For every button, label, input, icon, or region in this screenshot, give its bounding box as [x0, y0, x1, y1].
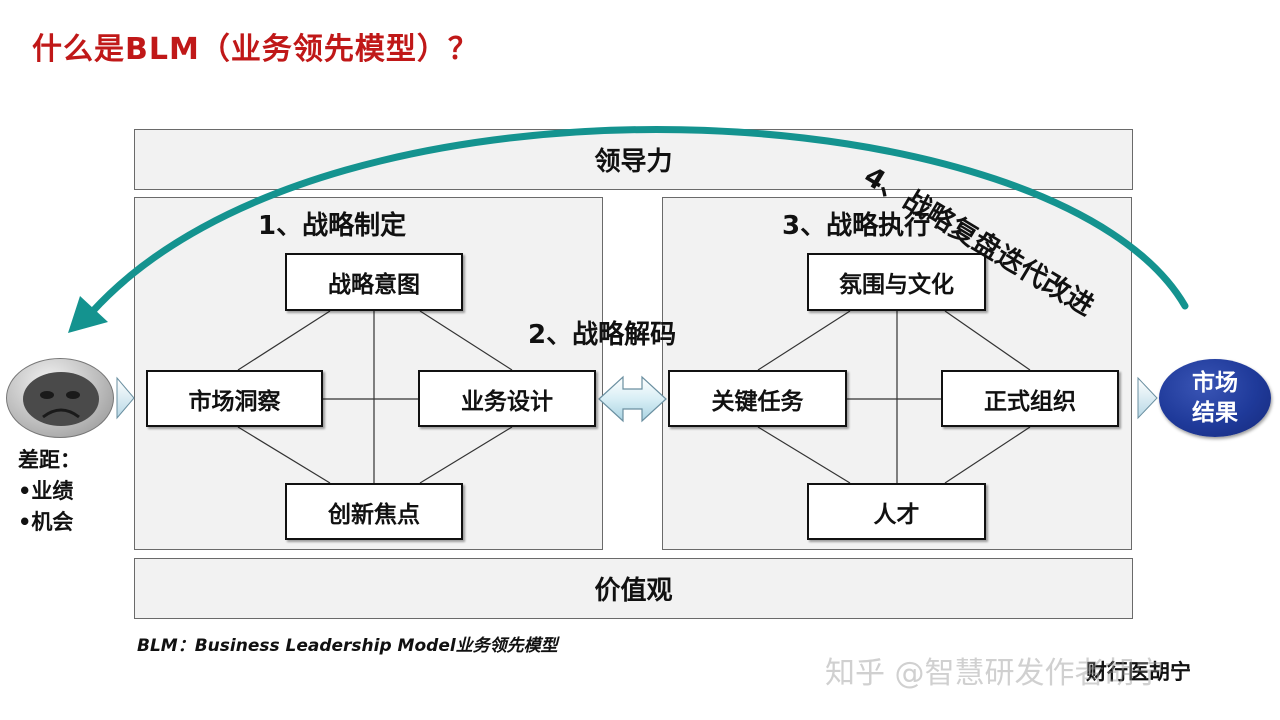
market-result-line-2: 结果	[1192, 400, 1238, 426]
talent-box: 人才	[807, 483, 986, 540]
climate-culture-box: 氛围与文化	[807, 253, 986, 311]
strategy-execution-heading: 3、战略执行	[782, 211, 931, 241]
leadership-label: 领导力	[594, 147, 673, 177]
gap-item-performance: •业绩	[18, 479, 74, 503]
gap-block: 差距： •业绩 •机会	[18, 445, 81, 538]
watermark: 知乎 @智慧研发作者胡宁	[825, 656, 1165, 691]
market-insight-label: 市场洞察	[188, 388, 281, 415]
talent-label: 人才	[873, 501, 920, 528]
business-design-box: 业务设计	[418, 370, 596, 427]
gap-label: 差距：	[18, 448, 81, 472]
iteration-arc	[88, 126, 1189, 316]
values-label: 价值观	[594, 576, 673, 606]
formulation-links	[237, 310, 513, 484]
credit-text: 财行医胡宁	[1086, 660, 1191, 684]
market-insight-box: 市场洞察	[146, 370, 323, 427]
market-result-ellipse: 市场 结果	[1159, 359, 1271, 437]
innovation-focus-label: 创新焦点	[328, 501, 420, 528]
innovation-focus-box: 创新焦点	[285, 483, 463, 540]
iteration-arrowhead-icon	[68, 296, 108, 333]
chevron-left-icon	[116, 376, 135, 420]
sad-face-icon	[6, 358, 114, 438]
key-tasks-box: 关键任务	[668, 370, 847, 427]
execution-links	[757, 310, 1031, 484]
chevron-right-icon	[1137, 376, 1158, 420]
strategy-formulation-heading: 1、战略制定	[258, 211, 407, 241]
double-arrow-icon	[598, 375, 667, 423]
strategy-decoding-label: 2、战略解码	[528, 320, 677, 350]
values-bar: 价值观	[134, 558, 1133, 619]
business-design-label: 业务设计	[461, 388, 553, 415]
strategic-intent-label: 战略意图	[328, 272, 420, 298]
market-result-line-1: 市场	[1192, 370, 1238, 396]
footnote: BLM：Business Leadership Model业务领先模型	[137, 636, 558, 656]
formal-organization-box: 正式组织	[941, 370, 1119, 427]
key-tasks-label: 关键任务	[711, 388, 804, 415]
gap-item-opportunity: •机会	[18, 510, 74, 534]
formal-organization-label: 正式组织	[984, 388, 1076, 415]
leadership-bar: 领导力	[134, 129, 1133, 190]
page-title: 什么是BLM（业务领先模型）？	[32, 32, 479, 67]
strategic-intent-box: 战略意图	[285, 253, 463, 311]
climate-culture-label: 氛围与文化	[839, 272, 954, 298]
